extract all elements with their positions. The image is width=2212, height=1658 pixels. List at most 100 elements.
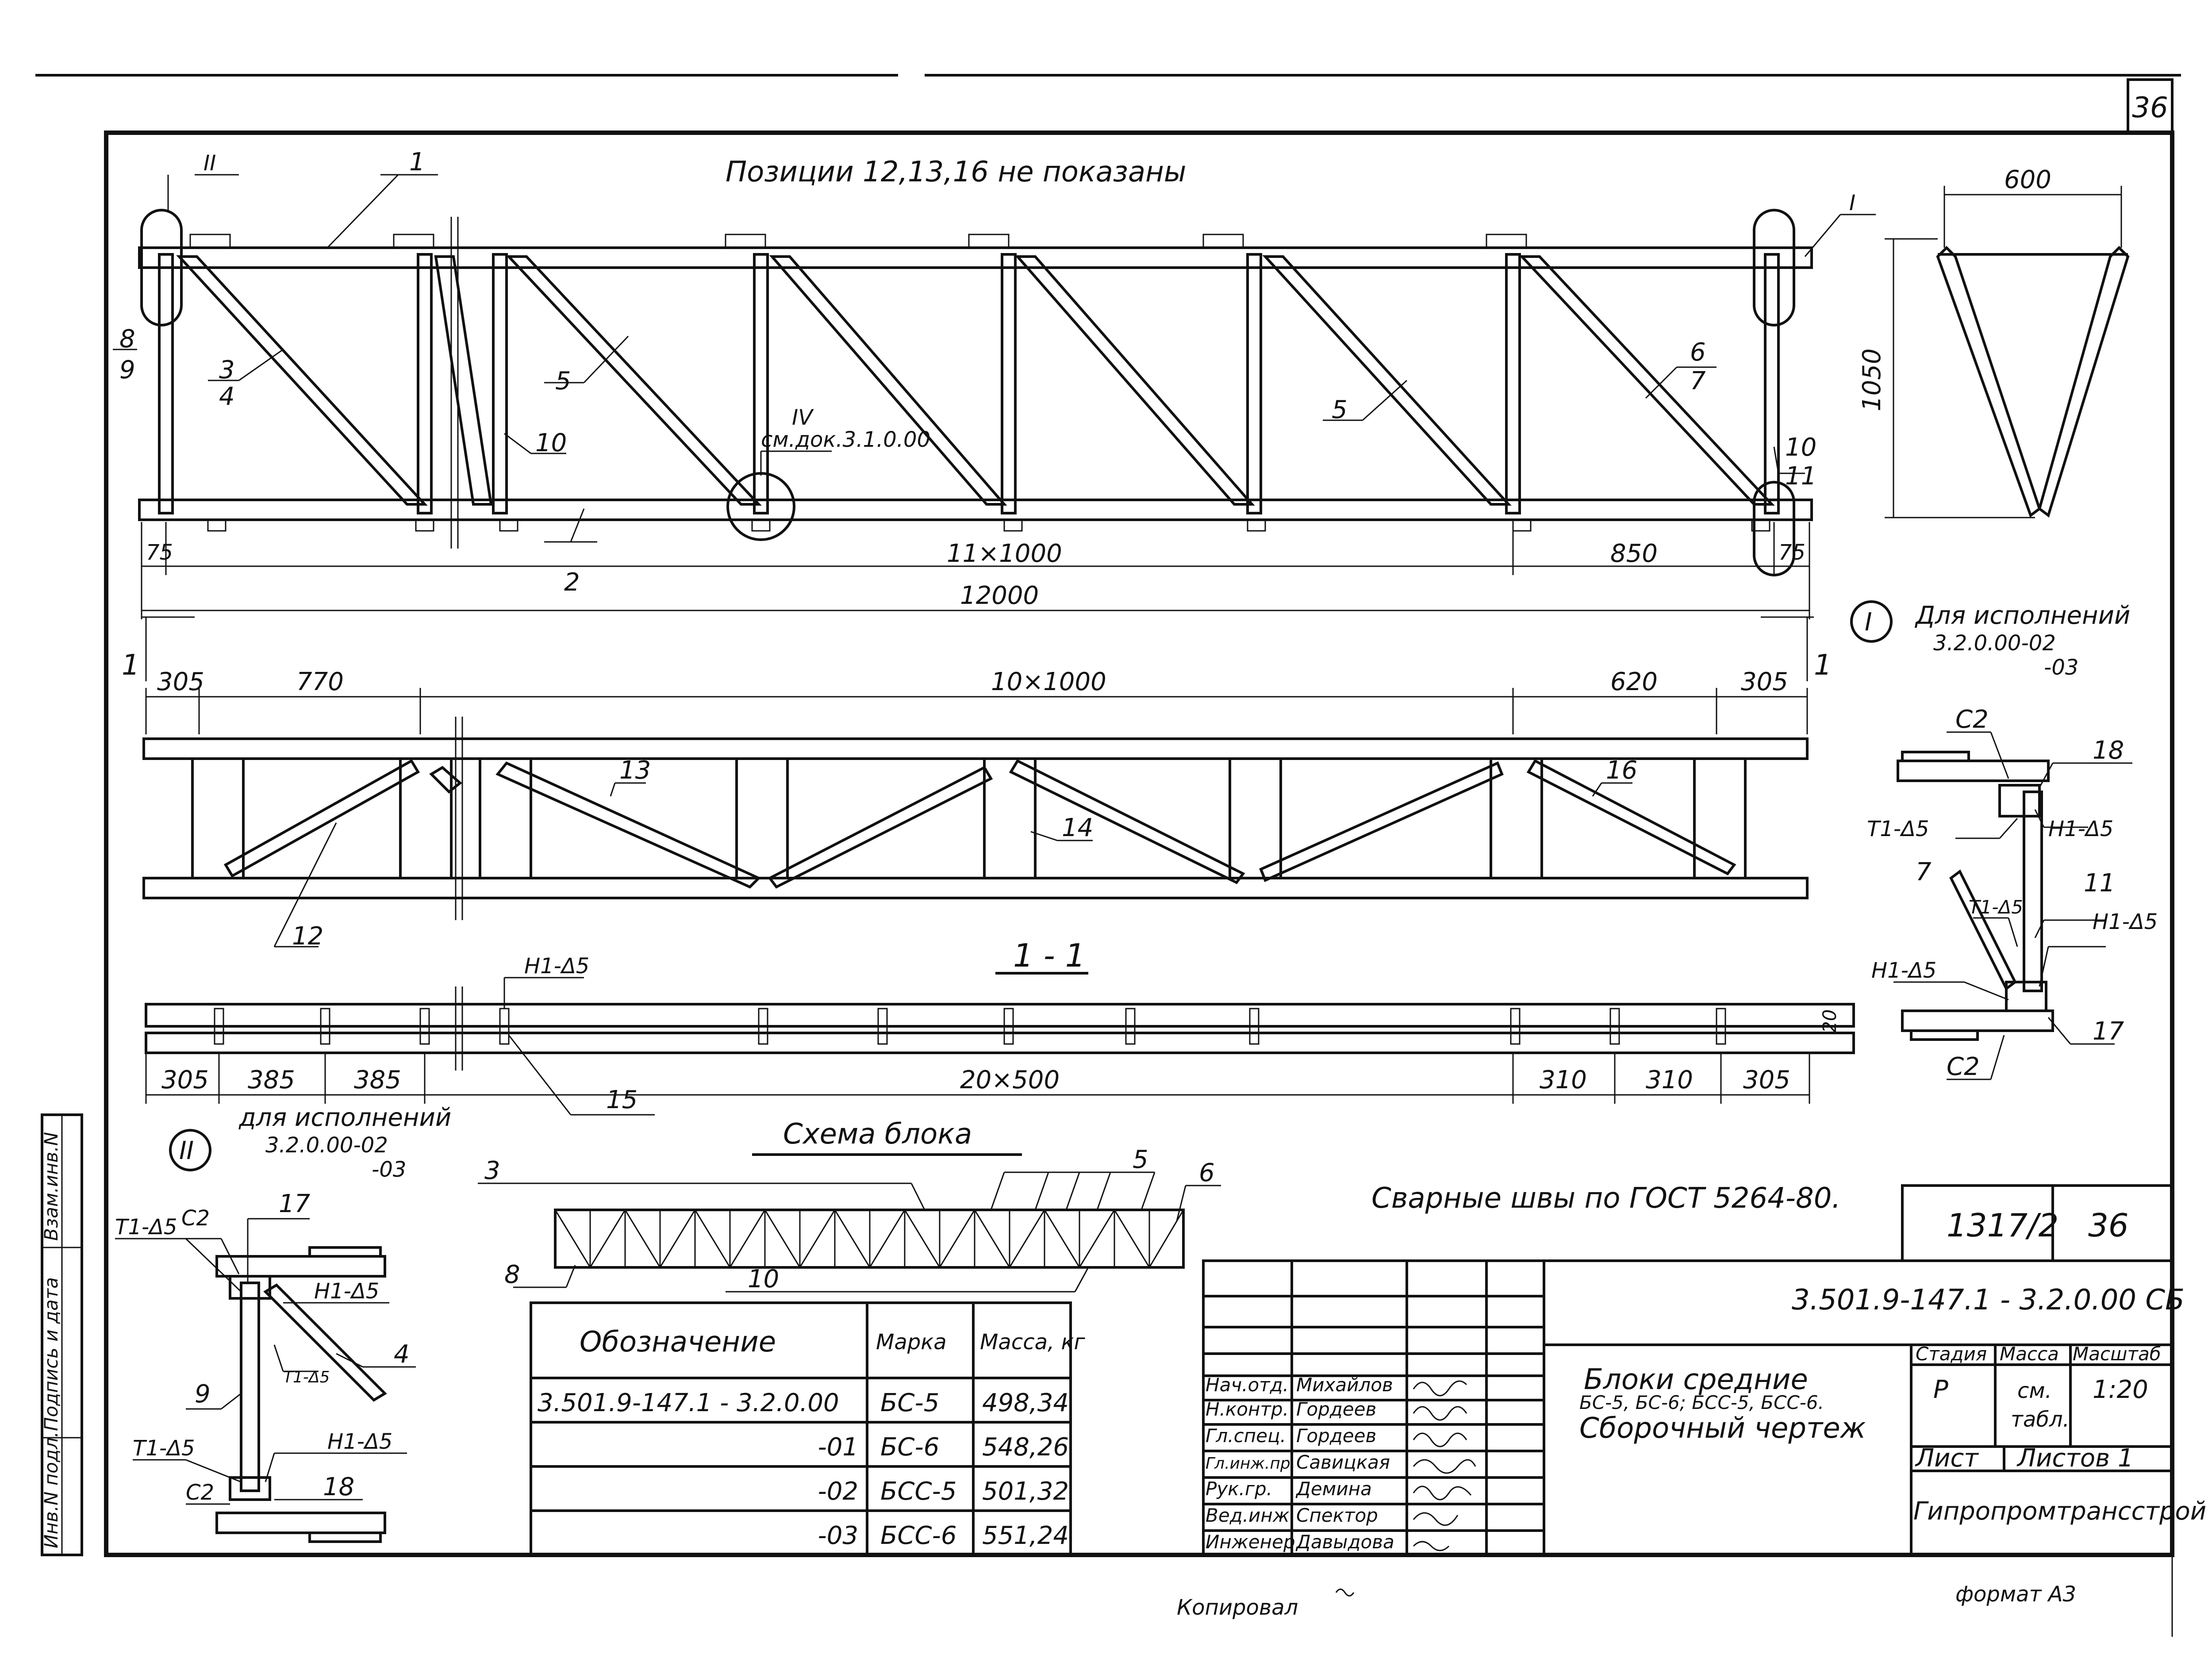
label-pos-3: 3 [219,356,235,384]
detail-I-pos-7: 7 [1916,858,1932,887]
dim-right-end: 75 [1778,540,1805,565]
schema-leaders [478,1171,1221,1293]
dim-panels-elev: 11×1000 [947,539,1062,568]
scale-value: 1:20 [2093,1375,2148,1404]
detail-I-marker-text: I [1865,608,1872,637]
staff-name-7: Давыдова [1295,1531,1394,1553]
spec-row1-mark: БС-5 [880,1389,939,1417]
detail-II-c2-bottom: С2 [186,1480,214,1505]
section-1-1-leaders [503,977,1849,1116]
dim-last-panel: 850 [1610,539,1658,568]
label-pos-2: 2 [564,568,580,597]
elevation-dimensions [141,522,1810,619]
detail-II-pos-18: 18 [323,1473,354,1501]
stamp-signature-date: Подпись и дата [40,1277,62,1431]
signatures [1335,1380,1476,1597]
label-pos-16: 16 [1606,756,1637,785]
sec-dim-main: 20×500 [960,1066,1060,1094]
plan-dim-c: 620 [1610,668,1658,696]
detail-I-h1-c: Н1-Δ5 [1871,958,1936,983]
dim-height-1050: 1050 [1858,348,1886,411]
spec-header-mass: Масса, кг [980,1330,1086,1355]
detail-II-marker-text: II [179,1136,194,1165]
sheet-frame [35,74,2181,1637]
label-pos-11: 11 [1785,462,1816,491]
sec-dim-f: 305 [1743,1066,1790,1094]
title-block [1202,1184,2174,1556]
plan-dim-a: 305 [157,668,204,696]
section-weld-label: Н1-Δ5 [524,954,589,979]
detail-II-t1-b: Т1-Δ5 [133,1436,195,1461]
truss-elevation [138,209,1813,576]
mass-value-2: табл. [2011,1407,2070,1432]
weld-note: Сварные швы по ГОСТ 5264-80. [1371,1182,1841,1215]
staff-role-4: Гл.инж.пр. [1206,1455,1295,1473]
detail-II-pos-9: 9 [195,1380,211,1409]
detail-I-h1-b: Н1-Δ5 [2093,910,2158,934]
spec-header-designation: Обозначение [580,1326,776,1359]
staff-role-2: Н.контр. [1206,1398,1289,1420]
schema-pos-5: 5 [1133,1145,1148,1174]
detail-II-caption: для исполнений [238,1103,451,1132]
spec-row4-mark: БСС-6 [880,1521,956,1550]
callout-I: I [1849,191,1855,215]
stage-value: Р [1933,1375,1948,1404]
schema-pos-3: 3 [484,1156,500,1185]
label-pos-10b: 10 [1785,433,1816,462]
schema-pos-6: 6 [1199,1159,1215,1187]
series-code: 1317/2 [1947,1207,2058,1244]
spec-row3-mark: БСС-5 [880,1477,956,1506]
sec-dim-e: 310 [1646,1066,1693,1094]
spec-row1-designation: 3.501.9-147.1 - 3.2.0.00 [538,1389,839,1417]
dim-20: 20 [1819,1009,1840,1033]
spec-row2-designation: -01 [818,1433,858,1462]
sheets-label: Листов 1 [2016,1444,2134,1473]
detail-I-c2-bottom: С2 [1947,1052,1980,1081]
elevation-leaders [113,174,1876,543]
format-a3: формат А3 [1955,1582,2076,1607]
page-number: 36 [2132,92,2168,124]
label-pos-8: 8 [119,325,135,353]
spec-row2-mark: БС-6 [880,1433,939,1462]
detail-II-code2: -03 [372,1157,406,1182]
plan-dim-panels: 10×1000 [991,668,1106,696]
scale-header: Масштаб [2073,1343,2161,1365]
cross-section-view [1936,246,2130,518]
label-pos-13: 13 [619,756,651,785]
stage-header: Стадия [1916,1343,1987,1365]
spec-header-mark: Марка [876,1330,947,1355]
section-1-1-title: 1 - 1 [1013,937,1085,974]
callout-IV: IV [792,405,814,430]
title-line-2: БС-5, БС-6; БСС-5, БСС-6. [1579,1392,1824,1413]
side-stamp: Инв.N подл. Подпись и дата Взам.инв.N [40,1113,83,1556]
section-mark-left: 1 [122,649,140,682]
dim-width-600: 600 [2004,165,2051,194]
detail-II-h1-a: Н1-Δ5 [314,1279,379,1304]
cross-section-dims [1885,186,2122,518]
mass-value: см. [2017,1378,2052,1403]
label-pos-7: 7 [1690,367,1706,395]
schema-title: Схема блока [783,1118,972,1151]
staff-role-5: Рук.гр. [1206,1478,1272,1500]
detail-I-c2-top: С2 [1955,705,1989,734]
plan-view [142,717,1809,920]
section-1-1-view [145,986,1855,1071]
detail-II-h1-b: Н1-Δ5 [327,1429,392,1454]
section-1-1-dimensions [145,1053,1810,1104]
sec-dim-b: 385 [248,1066,295,1094]
sec-dim-c: 385 [354,1066,401,1094]
spec-row3-designation: -02 [818,1477,858,1506]
staff-role-3: Гл.спец. [1206,1425,1286,1447]
detail-I-drawing [1897,751,2054,1041]
plan-dim-d: 305 [1741,668,1788,696]
label-pos-1: 1 [409,148,425,177]
detail-I-t1-b: Т1-Δ5 [1969,896,2023,918]
detail-II-c2-top: С2 [181,1206,210,1231]
staff-name-4: Савицкая [1296,1451,1390,1473]
plan-dim-b: 770 [296,668,344,696]
detail-I-code: 3.2.0.00-02 [1933,631,2056,656]
detail-II-marker [169,1129,211,1171]
detail-I-marker [1850,600,1893,643]
staff-role-6: Вед.инж. [1206,1504,1295,1526]
